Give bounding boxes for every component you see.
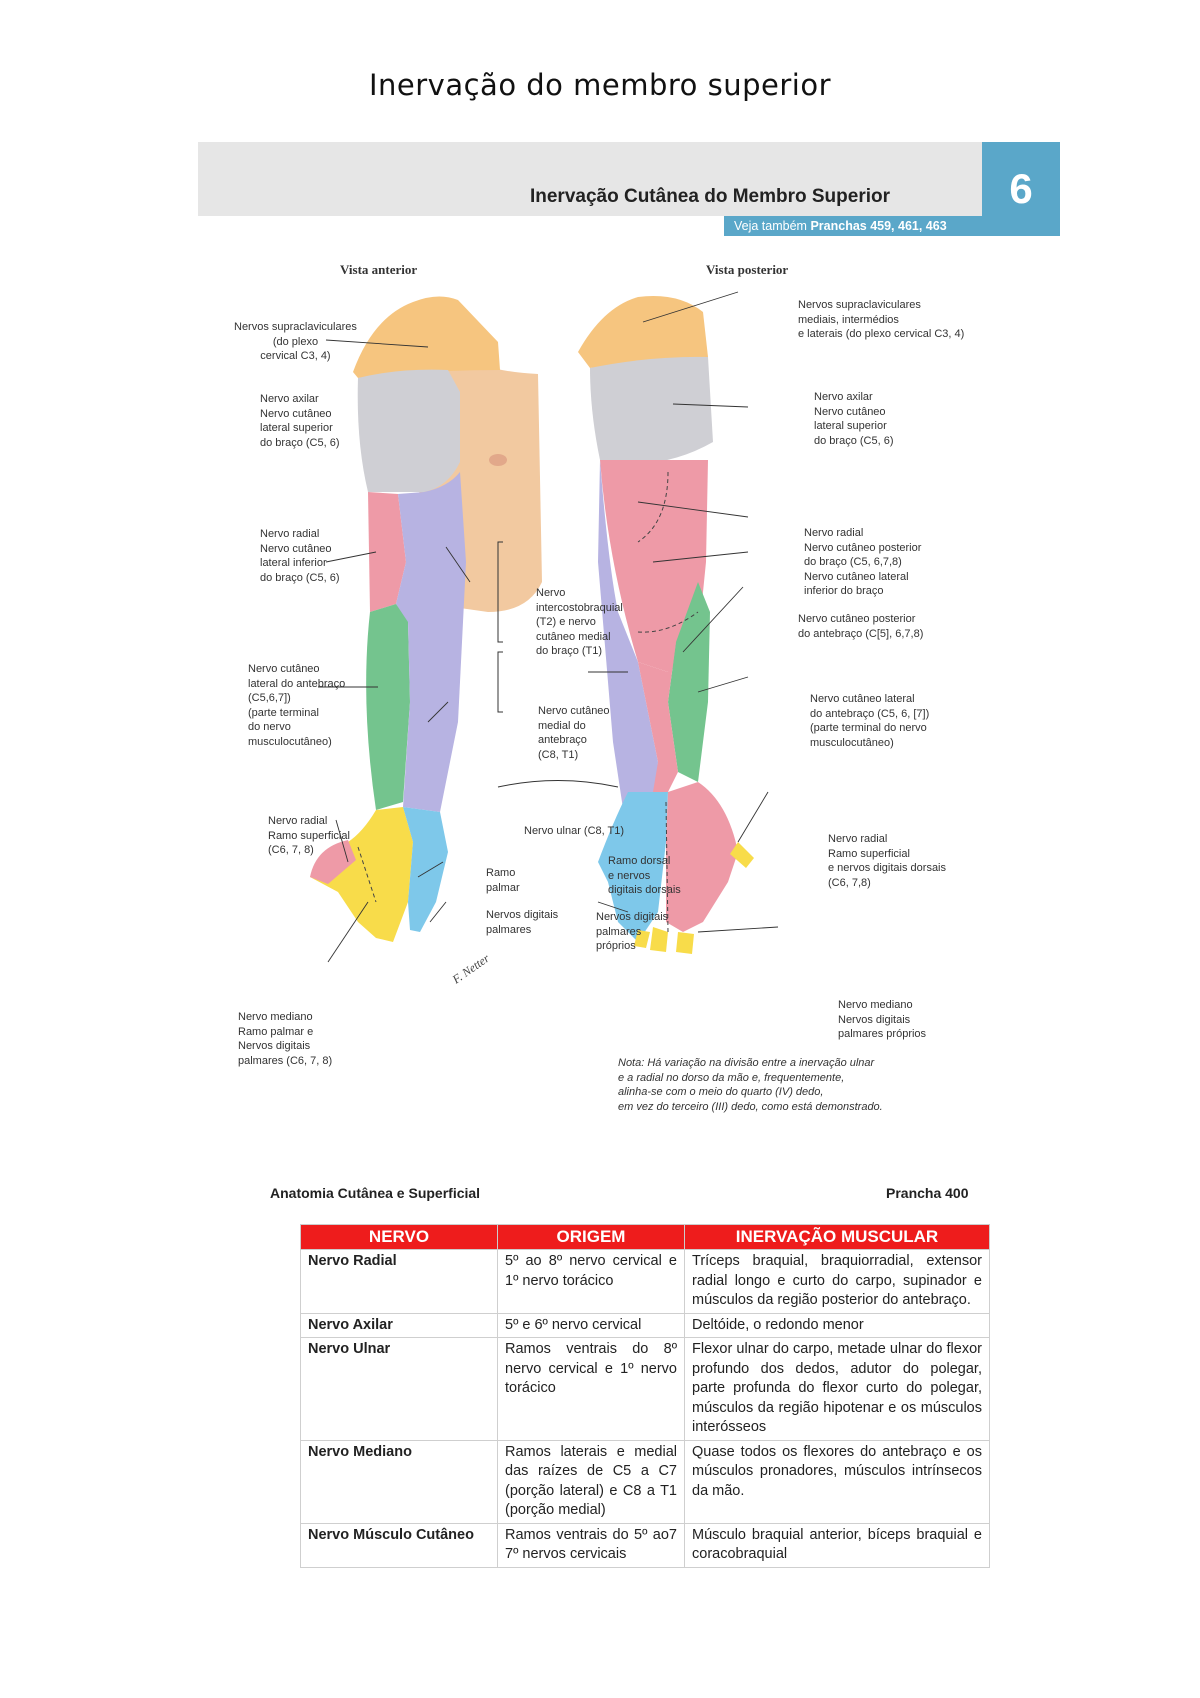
- label-post-supraclavicular: Nervos supraclaviculares mediais, interm…: [798, 299, 965, 340]
- table-header-innervation: INERVAÇÃO MUSCULAR: [684, 1224, 990, 1250]
- cell-origin: Ramos ventrais do 5º ao7 7º nervos cervi…: [497, 1522, 685, 1568]
- anterior-zone-supraclavicular: [353, 296, 500, 378]
- label-dorsal-branch: Ramo dorsal e nervos digitais dorsais: [608, 855, 681, 896]
- label-ulnar: Nervo ulnar (C8, T1): [524, 825, 625, 837]
- see-also-refs: Pranchas 459, 461, 463: [810, 219, 947, 233]
- posterior-zone-median-tips: [634, 842, 754, 954]
- label-ant-radial: Nervo radial Nervo cutâneo lateral infer…: [260, 528, 340, 584]
- document-title: Inervação do membro superior: [368, 68, 832, 102]
- plate-number: 6: [982, 142, 1060, 236]
- cell-nerve: Nervo Músculo Cutâneo: [300, 1522, 498, 1568]
- brackets: [497, 541, 619, 788]
- cell-nerve: Nervo Axilar: [300, 1312, 498, 1338]
- anterior-zone-medial-upper: [396, 472, 466, 622]
- cell-innervation: Tríceps braquial, braquiorradial, extens…: [684, 1249, 990, 1314]
- posterior-zone-medial-strip: [598, 460, 658, 842]
- netter-signature: F. Netter: [449, 951, 492, 987]
- label-proper-digital: Nervos digitais palmares próprios: [596, 911, 669, 952]
- plate-footer-section: Anatomia Cutânea e Superficial: [270, 1185, 481, 1201]
- cell-nerve: Nervo Radial: [300, 1249, 498, 1314]
- posterior-dashed-line-2: [637, 611, 699, 633]
- label-post-lateral-forearm: Nervo cutâneo lateral do antebraço (C5, …: [810, 693, 930, 749]
- label-intercostobrachial: Nervo intercostobraquial (T2) e nervo cu…: [536, 587, 623, 657]
- posterior-arm: [578, 296, 754, 954]
- anterior-nipple: [489, 454, 507, 466]
- view-anterior-label: Vista anterior: [340, 262, 418, 277]
- label-palmar-branch: Ramo palmar: [486, 867, 520, 894]
- label-post-axillary: Nervo axilar Nervo cutâneo lateral super…: [814, 391, 894, 447]
- nerve-table: NERVO ORIGEM INERVAÇÃO MUSCULAR Nervo Ra…: [300, 1224, 990, 1568]
- table-row: Nervo Radial 5º ao 8º nervo cervical e 1…: [300, 1249, 990, 1314]
- label-ant-median: Nervo mediano Ramo palmar e Nervos digit…: [238, 1011, 333, 1067]
- table-row: Nervo Axilar 5º e 6º nervo cervical Delt…: [300, 1312, 990, 1338]
- label-post-posterior-forearm: Nervo cutâneo posterior do antebraço (C[…: [798, 613, 924, 640]
- plate-note: Nota: Há variação na divisão entre a ine…: [618, 1057, 883, 1113]
- leader-lines: [318, 291, 779, 963]
- arm-illustration: F. Netter: [310, 291, 779, 987]
- cell-innervation: Quase todos os flexores do antebraço e o…: [684, 1439, 990, 1524]
- table-header-nerve: NERVO: [300, 1224, 498, 1250]
- anterior-arm: [310, 296, 542, 942]
- cell-origin: 5º ao 8º nervo cervical e 1º nervo torác…: [497, 1249, 685, 1314]
- table-row: Nervo Ulnar Ramos ventrais do 8º nervo c…: [300, 1337, 990, 1441]
- cell-nerve: Nervo Ulnar: [300, 1337, 498, 1441]
- table-row: Nervo Músculo Cutâneo Ramos ventrais do …: [300, 1522, 990, 1568]
- cell-origin: Ramos ventrais do 8º nervo cervical e 1º…: [497, 1337, 685, 1441]
- posterior-zone-radial-forearm: [638, 642, 678, 792]
- label-ant-radial-superficial: Nervo radial Ramo superficial (C6, 7, 8): [268, 815, 350, 856]
- table-row: Nervo Mediano Ramos laterais e medial da…: [300, 1439, 990, 1524]
- cell-origin: Ramos laterais e medial das raízes de C5…: [497, 1439, 685, 1524]
- anterior-zone-radial-upper: [368, 492, 406, 612]
- label-ant-axillary: Nervo axilar Nervo cutâneo lateral super…: [260, 393, 340, 449]
- posterior-zone-radial-upper: [600, 460, 708, 672]
- view-posterior-label: Vista posterior: [706, 262, 789, 277]
- plate-title: Inervação Cutânea do Membro Superior: [529, 186, 890, 207]
- posterior-boundary: [665, 801, 669, 933]
- anterior-boundary: [357, 846, 377, 903]
- posterior-dashed-line: [637, 471, 669, 543]
- posterior-zone-musculocutaneous: [668, 582, 710, 782]
- see-also-prefix: Veja também: [734, 219, 807, 233]
- label-palmar-digital: Nervos digitais palmares: [486, 909, 559, 936]
- cell-innervation: Deltóide, o redondo menor: [684, 1312, 990, 1338]
- cell-innervation: Músculo braquial anterior, bíceps braqui…: [684, 1522, 990, 1568]
- see-also-bar: Veja também Pranchas 459, 461, 463: [724, 216, 982, 236]
- anterior-zone-median-hand: [310, 807, 413, 942]
- cell-origin: 5º e 6º nervo cervical: [497, 1312, 685, 1338]
- anterior-zone-ulnar-hand: [403, 807, 448, 932]
- posterior-zone-axillary: [590, 356, 713, 464]
- label-ant-supraclavicular: Nervos supraclaviculares (do plexo cervi…: [234, 321, 357, 362]
- posterior-zone-radial-hand: [666, 782, 738, 932]
- anterior-zone-musculocutaneous: [366, 604, 410, 810]
- table-header-row: NERVO ORIGEM INERVAÇÃO MUSCULAR: [300, 1224, 990, 1250]
- label-medial-forearm: Nervo cutâneo medial do antebraço (C8, T…: [538, 705, 610, 761]
- anatomy-plate: Inervação Cutânea do Membro Superior Vej…: [198, 142, 1060, 1201]
- plate-header-band: [198, 142, 982, 216]
- cell-nerve: Nervo Mediano: [300, 1439, 498, 1524]
- posterior-zone-ulnar-hand: [598, 792, 668, 942]
- label-post-radial: Nervo radial Nervo cutâneo posterior do …: [804, 527, 922, 597]
- label-ant-lateral-forearm: Nervo cutâneo lateral do antebraço (C5,6…: [248, 663, 346, 748]
- label-post-median: Nervo mediano Nervos digitais palmares p…: [838, 999, 927, 1040]
- table-header-origin: ORIGEM: [497, 1224, 685, 1250]
- cell-innervation: Flexor ulnar do carpo, metade ulnar do f…: [684, 1337, 990, 1441]
- plate-footer-number: Prancha 400: [886, 1185, 969, 1201]
- anterior-zone-axillary: [357, 369, 460, 492]
- posterior-zone-supraclavicular: [578, 296, 708, 368]
- label-post-radial-superficial: Nervo radial Ramo superficial e nervos d…: [828, 833, 947, 889]
